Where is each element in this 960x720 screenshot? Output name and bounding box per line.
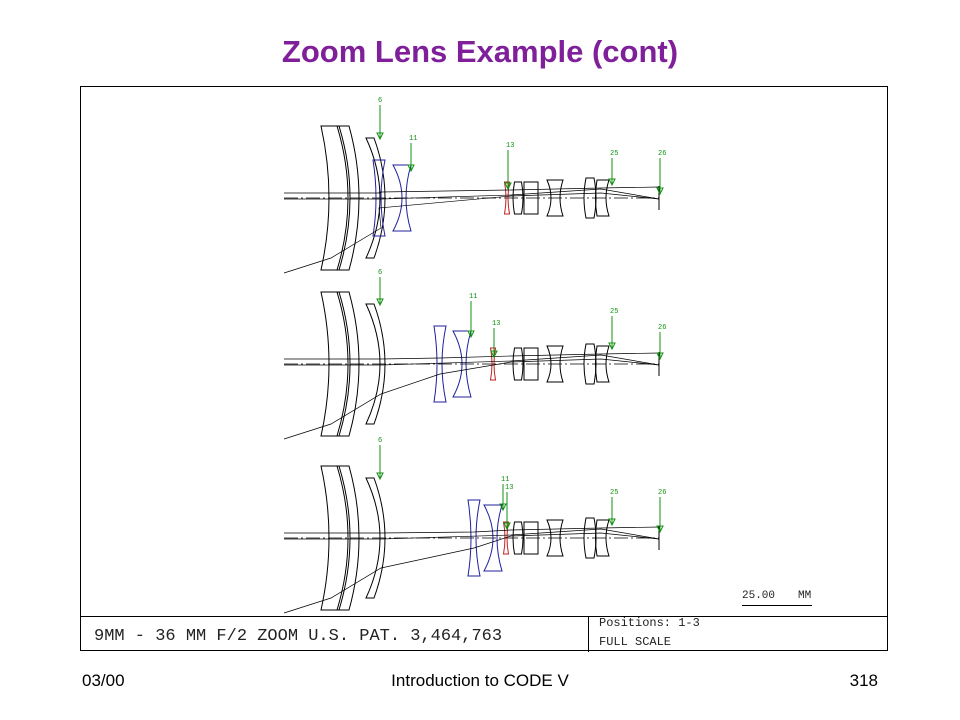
footer-page-number: 318 bbox=[849, 671, 878, 690]
surface-marker-6-arrow bbox=[376, 472, 384, 481]
surface-marker-13-label: 13 bbox=[505, 484, 513, 492]
surface-marker-26-label: 26 bbox=[658, 150, 666, 158]
surface-marker-6-label: 6 bbox=[378, 269, 382, 277]
front-lens-2 bbox=[336, 465, 360, 611]
relay-lens-2 bbox=[523, 347, 539, 381]
surface-marker-11-label: 11 bbox=[409, 135, 417, 143]
surface-marker-26-arrow bbox=[656, 187, 664, 196]
variator-lens-2 bbox=[483, 504, 503, 572]
front-lens-3 bbox=[365, 477, 386, 599]
surface-marker-25-arrow bbox=[608, 518, 616, 527]
surface-marker-11-arrow bbox=[407, 164, 415, 173]
surface-marker-11-label: 11 bbox=[501, 476, 509, 484]
relay-lens-2 bbox=[523, 181, 539, 215]
aperture-stop bbox=[489, 347, 497, 381]
zoom-position-1: 6 11 13 25 26 bbox=[283, 97, 666, 274]
relay-lens-5 bbox=[595, 519, 610, 557]
surface-marker-25-label: 25 bbox=[610, 308, 618, 316]
relay-lens-1 bbox=[512, 347, 524, 381]
relay-lens-4 bbox=[583, 177, 597, 219]
surface-marker-11-label: 11 bbox=[469, 293, 477, 301]
relay-lens-1 bbox=[512, 521, 524, 555]
caption-divider bbox=[588, 617, 589, 652]
variator-lens-1 bbox=[372, 159, 386, 237]
surface-marker-13-label: 13 bbox=[506, 142, 514, 150]
variator-lens-2 bbox=[452, 330, 472, 398]
front-lens-2 bbox=[336, 125, 360, 271]
relay-lens-4 bbox=[583, 343, 597, 385]
surface-marker-6-arrow bbox=[376, 132, 384, 141]
relay-lens-5 bbox=[595, 345, 610, 383]
relay-lens-2 bbox=[523, 521, 539, 555]
front-lens-2 bbox=[336, 291, 360, 437]
surface-marker-11-arrow bbox=[467, 330, 475, 339]
zoom-position-2: 6 11 13 25 26 bbox=[283, 269, 666, 440]
caption-bar: 9MM - 36 MM F/2 ZOOM U.S. PAT. 3,464,763… bbox=[81, 616, 887, 652]
surface-marker-6-arrow bbox=[376, 298, 384, 307]
footer-date: 03/00 bbox=[82, 671, 125, 690]
surface-marker-6-label: 6 bbox=[378, 97, 382, 105]
surface-marker-25-arrow bbox=[608, 342, 616, 351]
axial-ray-upper bbox=[284, 352, 660, 360]
drawing-caption: 9MM - 36 MM F/2 ZOOM U.S. PAT. 3,464,763 bbox=[94, 627, 503, 646]
front-lens-3 bbox=[365, 137, 386, 259]
positions-label: Positions: 1-3 bbox=[599, 616, 700, 630]
relay-lens-3 bbox=[546, 179, 564, 217]
chief-ray bbox=[283, 532, 660, 614]
surface-marker-26-arrow bbox=[656, 352, 664, 361]
scale-bar: 25.00 MM bbox=[742, 590, 812, 610]
axial-ray-lower bbox=[284, 354, 660, 366]
relay-lens-1 bbox=[512, 181, 524, 215]
chief-ray bbox=[283, 192, 660, 274]
axial-ray-upper bbox=[284, 186, 660, 194]
relay-lens-3 bbox=[546, 519, 564, 557]
front-lens-3 bbox=[365, 303, 386, 425]
surface-marker-13-arrow bbox=[503, 522, 511, 531]
chief-ray bbox=[283, 358, 660, 440]
surface-marker-13-arrow bbox=[504, 182, 512, 191]
surface-marker-26-label: 26 bbox=[658, 324, 666, 332]
variator-lens-1 bbox=[467, 499, 481, 577]
surface-marker-13-arrow bbox=[490, 350, 498, 359]
relay-lens-5 bbox=[595, 179, 610, 217]
footer-course: Introduction to CODE V bbox=[391, 671, 569, 690]
relay-lens-3 bbox=[546, 345, 564, 383]
surface-marker-6-label: 6 bbox=[378, 437, 382, 445]
scale-line bbox=[742, 605, 812, 606]
axial-ray-lower bbox=[284, 528, 660, 540]
scale-mode-label: FULL SCALE bbox=[599, 635, 672, 649]
surface-marker-25-arrow bbox=[608, 178, 616, 187]
surface-marker-26-label: 26 bbox=[658, 489, 666, 497]
axial-ray-upper bbox=[284, 526, 660, 534]
surface-marker-13-label: 13 bbox=[492, 320, 500, 328]
surface-marker-26-arrow bbox=[656, 525, 664, 534]
relay-lens-4 bbox=[583, 517, 597, 559]
variator-lens-2 bbox=[392, 164, 412, 232]
surface-marker-11-arrow bbox=[499, 503, 507, 512]
surface-marker-25-label: 25 bbox=[610, 150, 618, 158]
axial-ray-lower bbox=[284, 188, 660, 200]
scale-value: 25.00 bbox=[742, 590, 776, 602]
slide-title: Zoom Lens Example (cont) bbox=[281, 34, 679, 69]
surface-marker-25-label: 25 bbox=[610, 489, 618, 497]
variator-lens-1 bbox=[433, 325, 447, 403]
scale-unit: MM bbox=[798, 590, 812, 602]
